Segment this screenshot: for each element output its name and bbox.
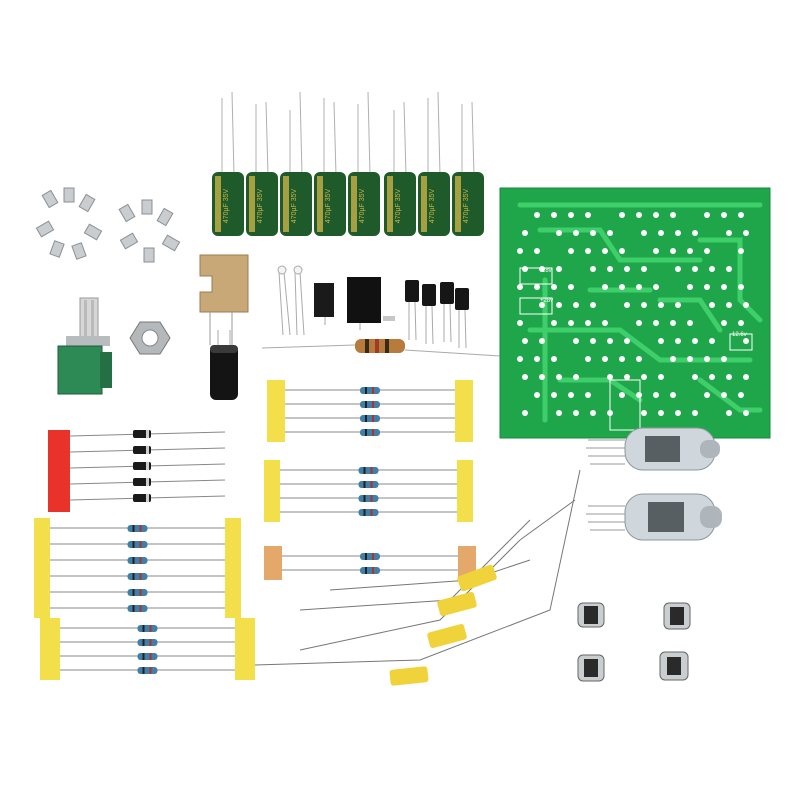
svg-text:470µF 35V: 470µF 35V (463, 188, 470, 223)
large-capacitor (210, 330, 238, 400)
electrolytic-capacitor: 470µF 35V (212, 91, 244, 236)
electrolytic-capacitor: 470µF 35V (384, 101, 416, 236)
diode-strip (48, 430, 226, 512)
tube-sockets (577, 602, 691, 682)
electrolytic-capacitor: 470µF 35V (348, 91, 380, 236)
svg-text:470µF 35V: 470µF 35V (223, 188, 230, 223)
pcb-label-pos: +28v (540, 298, 553, 304)
power-resistor (261, 339, 501, 357)
hex-nut (129, 321, 171, 355)
resistor-strips (34, 380, 476, 680)
vacuum-tube-1 (586, 427, 720, 471)
pcb-label-filament: 12.6v (732, 332, 747, 338)
electrolytic-capacitor: 470µF 35V (452, 101, 484, 236)
electrolytic-capacitor: 470µF 35V (418, 91, 450, 236)
film-capacitors (254, 469, 581, 686)
pcb-label-neg: -28v (540, 268, 552, 274)
svg-text:470µF 35V: 470µF 35V (291, 188, 298, 223)
potentiometer (57, 297, 112, 395)
svg-text:470µF 35V: 470µF 35V (395, 188, 402, 223)
svg-text:470µF 35V: 470µF 35V (429, 188, 436, 223)
mica-insulator (199, 254, 249, 345)
svg-text:470µF 35V: 470µF 35V (257, 188, 264, 223)
svg-text:470µF 35V: 470µF 35V (325, 188, 332, 223)
leds (277, 265, 305, 336)
electrolytic-capacitor: 470µF 35V (280, 91, 312, 236)
transistors (405, 280, 469, 349)
electrolytic-capacitor: 470µF 35V (246, 101, 278, 236)
pcb-board: -28v +28v 12.6v (499, 187, 771, 439)
electrolytic-capacitor: 470µF 35V (314, 98, 346, 236)
vacuum-tube-2 (586, 493, 722, 541)
heatsink-clips (35, 187, 181, 263)
electrolytic-capacitors: 470µF 35V 470µF 35V 470µF 35V 470µF 35V 470µ… (212, 91, 484, 236)
dc-jacks (314, 277, 395, 330)
svg-text:470µF 35V: 470µF 35V (359, 188, 366, 223)
